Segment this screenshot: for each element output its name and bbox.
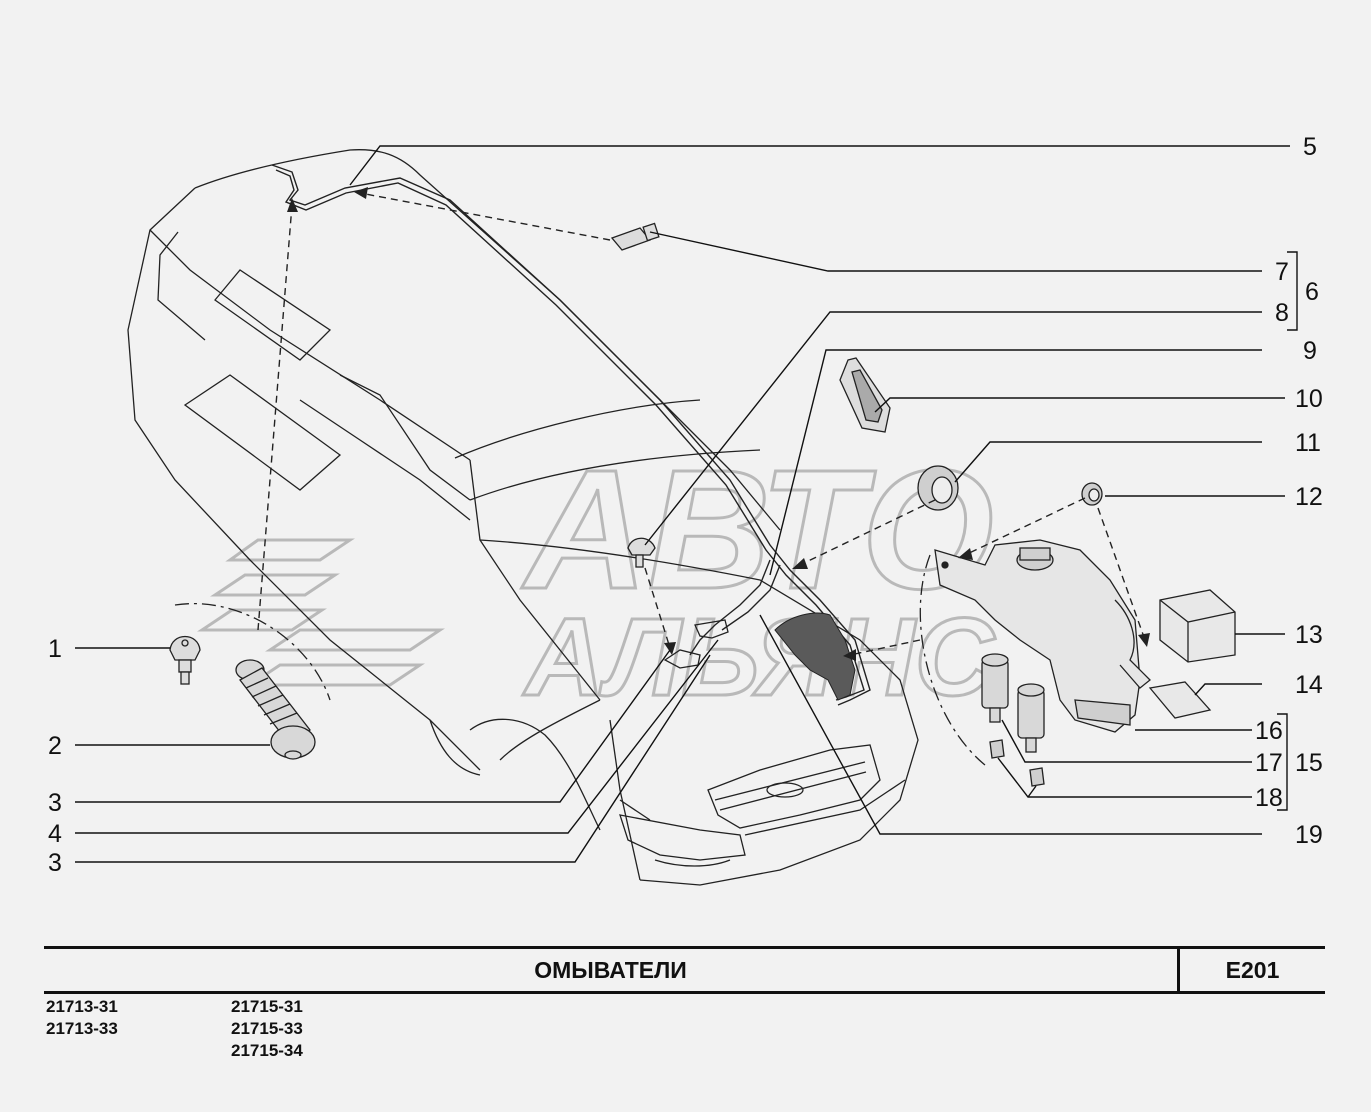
callout-18: 18 xyxy=(1255,784,1283,812)
callout-5: 5 xyxy=(1303,133,1317,161)
callout-16: 16 xyxy=(1255,717,1283,745)
callout-13: 13 xyxy=(1295,621,1323,649)
model-code: 21715-33 xyxy=(231,1019,303,1038)
bracket-10 xyxy=(839,357,891,433)
model-list-col2: 21715-31 21715-33 21715-34 xyxy=(231,996,303,1062)
model-list-col1: 21713-31 21713-33 xyxy=(46,996,118,1040)
arrow-heads xyxy=(287,187,1150,661)
callout-19: 19 xyxy=(1295,821,1323,849)
watermark-line1: АВТО xyxy=(521,435,994,625)
title-bar: ОМЫВАТЕЛИ E201 xyxy=(44,946,1325,994)
car-outline xyxy=(127,149,919,886)
boot-2 xyxy=(235,659,316,760)
leader-lines xyxy=(75,145,1298,863)
washer-diagram: АВТО АЛЬЯНС xyxy=(48,133,1323,886)
watermark: АВТО АЛЬЯНС xyxy=(197,434,997,721)
hose-tee xyxy=(663,649,701,669)
rear-nozzle-fitting xyxy=(610,222,660,251)
callout-15: 15 xyxy=(1295,749,1323,777)
callout-8: 8 xyxy=(1275,299,1289,327)
title-divider xyxy=(1177,949,1180,991)
callout-9: 9 xyxy=(1303,337,1317,365)
model-code: 21713-31 xyxy=(46,997,118,1016)
callout-4: 4 xyxy=(48,820,62,848)
page-title: ОМЫВАТЕЛИ xyxy=(534,957,687,983)
model-code: 21713-33 xyxy=(46,1019,118,1038)
grommet-11 xyxy=(917,465,959,511)
hose-clip xyxy=(694,619,729,639)
watermark-line2: АЛЬЯНС xyxy=(522,596,996,719)
hood-insulation xyxy=(774,612,856,701)
mounting-arcs xyxy=(174,554,986,766)
callout-7: 7 xyxy=(1275,258,1289,286)
callout-3-upper: 3 xyxy=(48,789,62,817)
callout-11: 11 xyxy=(1295,429,1321,457)
callout-1: 1 xyxy=(48,635,62,663)
hood-nozzle xyxy=(627,537,656,568)
page-code: E201 xyxy=(1225,957,1280,983)
washer-reservoir xyxy=(934,539,1151,733)
callout-3-lower: 3 xyxy=(48,849,62,877)
callout-numbers: 1 2 3 4 3 5 7 6 8 9 10 11 12 13 14 16 15… xyxy=(48,133,1323,877)
callout-2: 2 xyxy=(48,732,62,760)
pump-grommets-18 xyxy=(989,739,1045,787)
pump-16 xyxy=(981,653,1045,753)
callout-17: 17 xyxy=(1255,749,1283,777)
assembly-arrows xyxy=(257,192,1146,656)
watermark-logo-stripes xyxy=(197,538,445,687)
callout-10: 10 xyxy=(1295,385,1323,413)
callout-12: 12 xyxy=(1295,483,1323,511)
pad-13 xyxy=(1159,589,1236,663)
model-code: 21715-34 xyxy=(231,1041,303,1060)
callout-14: 14 xyxy=(1295,671,1323,699)
pad-14 xyxy=(1148,681,1212,719)
nozzle-1 xyxy=(169,635,201,685)
callout-6: 6 xyxy=(1305,278,1319,306)
model-code: 21715-31 xyxy=(231,997,303,1016)
grommet-12 xyxy=(1081,482,1103,506)
